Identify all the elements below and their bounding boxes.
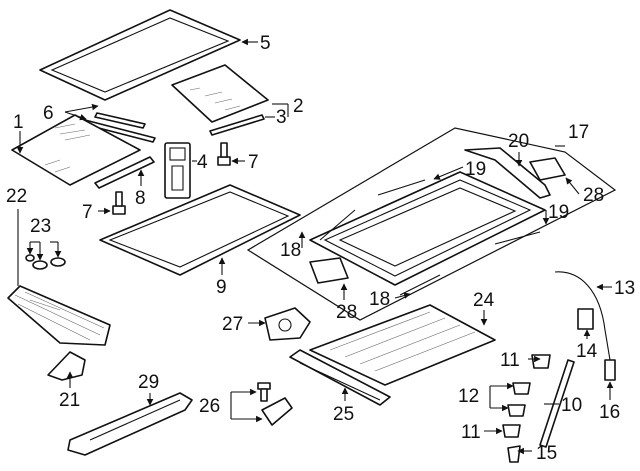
callout-12: 12	[458, 386, 479, 407]
callout-7-left: 7	[82, 202, 93, 223]
sunshade-roller	[309, 304, 496, 386]
callout-19-upper: 19	[465, 159, 486, 180]
mounting-bracket	[164, 142, 191, 199]
drive-motor-upper	[529, 157, 566, 181]
drain-tube-lower	[494, 231, 541, 245]
glass-panel-upper	[171, 64, 269, 123]
screw-set	[257, 382, 293, 426]
retainer-clips	[25, 254, 66, 270]
callout-20: 20	[508, 131, 529, 152]
callout-11-upper: 11	[500, 350, 520, 371]
callout-5: 5	[260, 33, 271, 54]
callout-22: 22	[6, 186, 27, 207]
hose-clips	[502, 308, 616, 463]
guide-link-lower	[399, 274, 441, 296]
glass-seal-frame	[39, 9, 241, 101]
sunshade-panel	[11, 114, 141, 186]
callout-15: 15	[536, 443, 557, 464]
bolt-lower	[112, 191, 126, 215]
trim-panel	[67, 392, 193, 456]
callout-17: 17	[568, 122, 589, 143]
callout-13: 13	[614, 278, 635, 299]
bolt-upper	[217, 142, 231, 166]
callout-19-lower: 19	[548, 202, 569, 223]
callout-18-upper: 18	[280, 240, 301, 261]
drive-motor-lower	[309, 257, 349, 284]
callout-21: 21	[59, 390, 80, 411]
callout-24: 24	[473, 290, 495, 311]
guide-link-upper	[319, 209, 356, 241]
frame-seal	[99, 184, 301, 276]
harness-connector	[264, 307, 311, 341]
callout-1: 1	[13, 112, 24, 133]
callout-7-right: 7	[248, 152, 259, 173]
insulation-pad	[7, 285, 111, 346]
callout-9: 9	[216, 277, 227, 298]
callout-25: 25	[333, 404, 354, 425]
callout-6: 6	[43, 103, 54, 124]
callout-29: 29	[138, 372, 159, 393]
deflector-strips	[82, 112, 156, 143]
callout-3: 3	[276, 107, 287, 128]
guide-rail-strip	[94, 156, 155, 189]
callout-8: 8	[135, 188, 146, 209]
callout-23: 23	[30, 216, 51, 237]
sunroof-frame-assembly	[309, 171, 546, 286]
callout-16: 16	[599, 402, 620, 423]
callout-14: 14	[576, 341, 598, 362]
mounting-clip	[47, 351, 86, 381]
callout-labels: 1 2 3 4 5 6 7 7 8 9 10 11 11 12 13 14 15…	[6, 33, 635, 464]
callout-4: 4	[197, 152, 208, 173]
drain-tube-upper	[377, 179, 426, 196]
callout-27: 27	[222, 314, 243, 335]
drain-hose-front	[554, 271, 611, 361]
callout-18-lower: 18	[369, 289, 390, 310]
callout-11-lower: 11	[461, 422, 481, 443]
sunshade-rail	[289, 349, 391, 406]
callout-2: 2	[293, 96, 304, 117]
callout-28-lower: 28	[336, 302, 357, 323]
drive-cable-guide	[464, 147, 551, 199]
leader-lines	[16, 38, 614, 455]
callout-26: 26	[199, 396, 220, 417]
callout-28-upper: 28	[583, 185, 604, 206]
callout-10: 10	[561, 395, 582, 416]
seal-strip	[209, 114, 265, 136]
